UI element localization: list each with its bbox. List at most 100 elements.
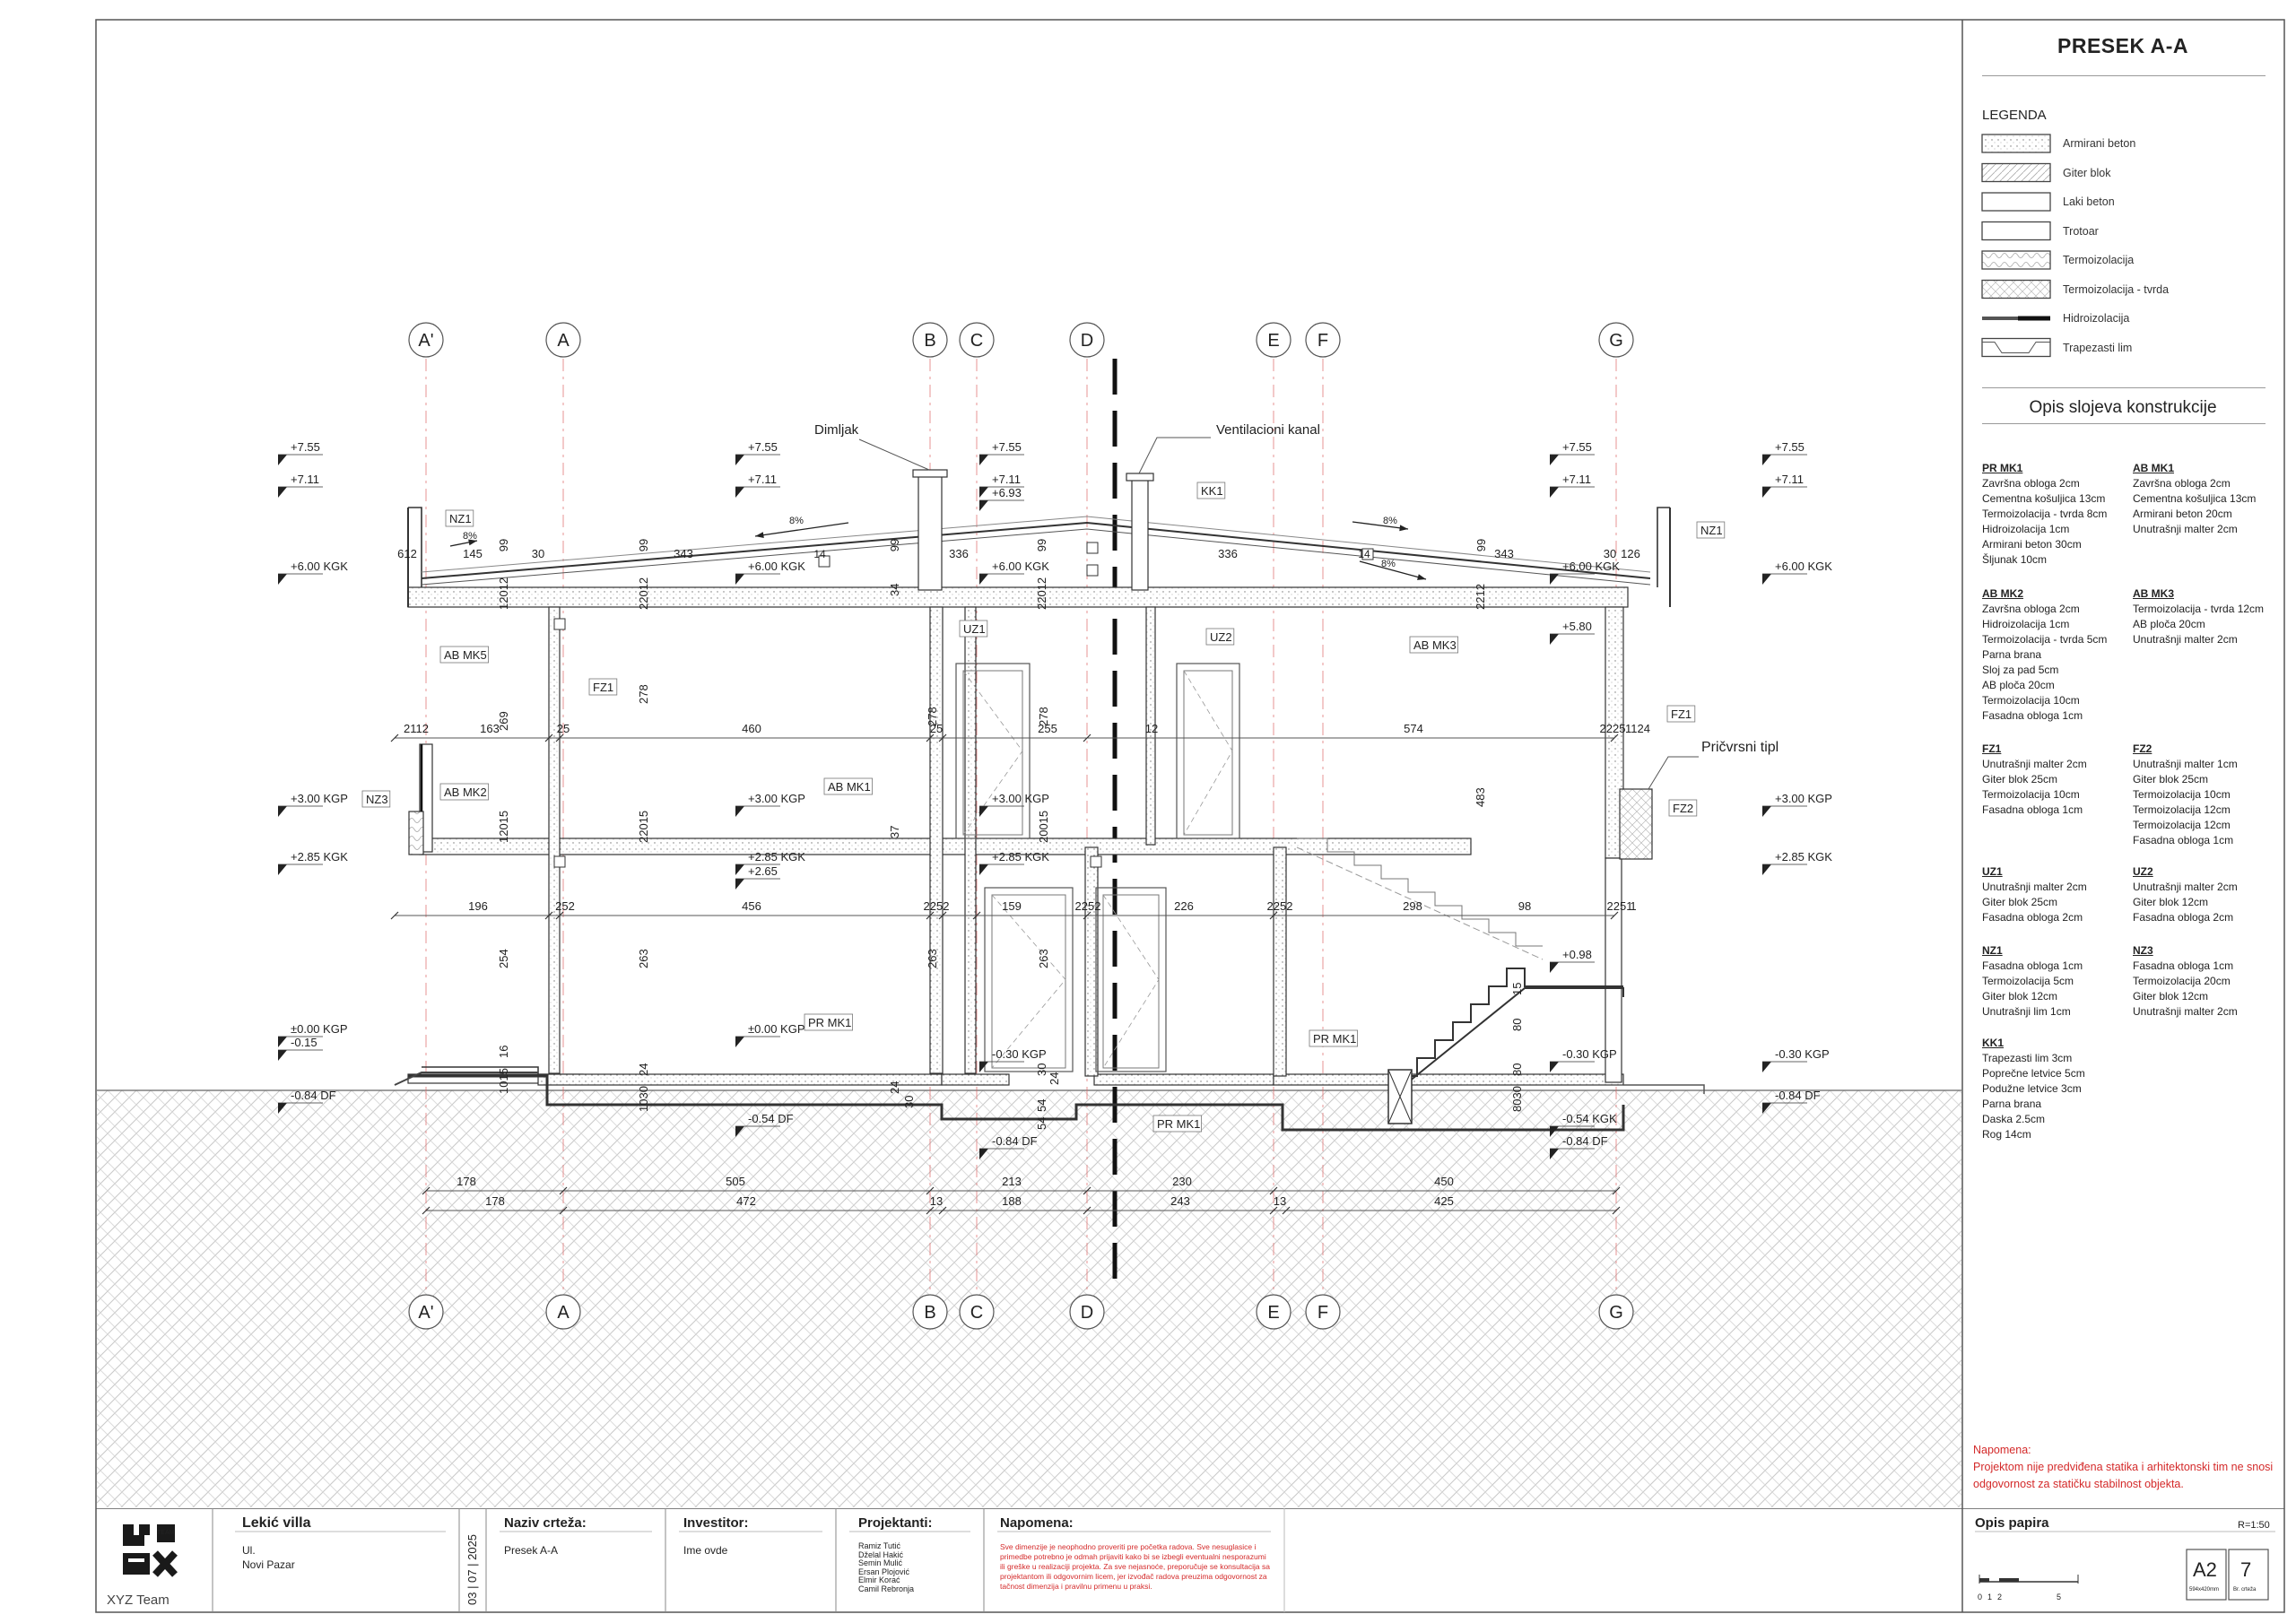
dim-lower: 252 (555, 899, 575, 913)
dim-tick (390, 911, 399, 920)
layer-group-title: NZ3 (2133, 944, 2153, 957)
wall-section (1273, 846, 1287, 1077)
dim-roof: 14 (813, 548, 826, 560)
dim-roof: 30 (532, 547, 544, 560)
dim-vertical: 15 (1510, 983, 1524, 995)
dim-vertical: 483 (1474, 787, 1487, 807)
level-center: +2.85 KGK (748, 850, 805, 864)
label-ab-mk1: AB MK1 (828, 780, 871, 794)
label-pr-mk1-c-box (1309, 1029, 1358, 1047)
layer-line: Unutrašnji malter 2cm (1982, 881, 2087, 893)
legend-label: Termoizolacija - tvrda (2063, 282, 2170, 296)
label-slope-3b-arrow (1359, 560, 1427, 580)
level-right: -0.84 DF (1775, 1089, 1821, 1102)
label-slope-2-arrow (754, 522, 849, 537)
roof-line-inner (421, 528, 1651, 586)
dim-bottom-inner: 472 (736, 1194, 756, 1208)
dim-tick (1612, 1206, 1621, 1215)
layer-line: Unutrašnji malter 2cm (2133, 633, 2238, 646)
dim-bottom-inner: 243 (1170, 1194, 1190, 1208)
dim-vertical: 80 (1510, 1063, 1524, 1076)
grid-label: C (970, 331, 983, 351)
level-marker (278, 455, 287, 465)
legend-item: Armirani beton (1982, 135, 2269, 154)
dim-upper: 2112 (404, 722, 429, 735)
layer-line: Unutrašnji malter 2cm (2133, 1005, 2238, 1018)
dim-vertical: 12012 (497, 577, 510, 610)
dim-upper: 255 (1038, 722, 1057, 735)
structure-block (553, 855, 566, 868)
layer-line: Fasadna obloga 1cm (2133, 834, 2234, 846)
dim-lower: 2252 (1075, 899, 1101, 913)
layer-group-title: AB MK1 (2133, 462, 2175, 474)
grid-bubble (959, 1294, 995, 1330)
legend-swatch (1981, 162, 2051, 183)
level-marker (735, 455, 744, 465)
label-fz2: FZ2 (1673, 802, 1693, 815)
ramp-line (394, 1072, 538, 1086)
layer-line: Fasadna obloga 1cm (1982, 803, 2083, 816)
designers-label: Projektanti: (858, 1515, 933, 1531)
level-right-inner: +7.11 (1562, 473, 1591, 486)
dim-tick (926, 911, 935, 920)
level-mid: +6.93 (992, 486, 1022, 499)
grid-label: D (1081, 331, 1093, 351)
label-slope-3: 8% (1383, 516, 1397, 526)
level-right-inner: -0.84 DF (1562, 1134, 1608, 1148)
drawing-name-label: Naziv crteža: (504, 1515, 587, 1531)
dim-roof: 145 (463, 547, 483, 560)
dim-tick (1282, 1206, 1291, 1215)
dim-tick (555, 911, 564, 920)
level-marker (278, 574, 287, 585)
level-marker (1550, 1062, 1559, 1072)
label-pr-mk1-b: PR MK1 (1157, 1117, 1200, 1131)
foundation-line (408, 1074, 1625, 1132)
grid-bubble (1305, 1294, 1341, 1330)
dim-vertical: 30 (902, 1096, 916, 1108)
grid-label: A (557, 1303, 570, 1323)
legend-item: Laki beton (1982, 193, 2269, 213)
grid-label: F (1318, 331, 1328, 351)
legend-swatch (1981, 250, 2051, 270)
address-line-2: Novi Pazar (242, 1558, 295, 1571)
level-marker (278, 487, 287, 498)
level-right: +3.00 KGP (1775, 792, 1832, 805)
dim-vertical: 22012 (1035, 577, 1048, 610)
level-marker (1762, 1103, 1771, 1114)
label-dimljak: Dimljak (814, 422, 859, 438)
wall-section (419, 838, 1472, 855)
legend-swatch (1981, 221, 2051, 241)
level-right-inner: +7.55 (1562, 440, 1592, 454)
layer-line: Termoizolacija 12cm (2133, 819, 2231, 831)
dim-vertical: 12015 (497, 811, 510, 843)
paper-size: 594x420mm (2189, 1587, 2220, 1593)
level-left: +3.00 KGP (291, 792, 348, 805)
label-kk1-box (1196, 482, 1226, 499)
dim-bottom-outer: 230 (1172, 1175, 1192, 1188)
dim-roof: 343 (674, 547, 693, 560)
title-block-lines (96, 1508, 2284, 1612)
wall-section (941, 1073, 1010, 1086)
level-marker (979, 806, 988, 817)
level-marker (979, 864, 988, 875)
dim-vertical: 80 (1510, 1019, 1524, 1031)
level-mid: +7.11 (992, 473, 1021, 486)
label-ab-mk5-box (439, 646, 489, 664)
layer-line: Termoizolacija - tvrda 8cm (1982, 508, 2108, 520)
legend-item: Termoizolacija - tvrda (1982, 281, 2269, 300)
logo-mark (123, 1524, 178, 1577)
layer-line: Završna obloga 2cm (1982, 603, 2080, 615)
parapet-left (408, 507, 422, 587)
grid-label: A' (418, 1303, 433, 1323)
ground-hatch (97, 1090, 1961, 1507)
structure-block (818, 555, 831, 568)
dim-tick (1083, 733, 1091, 742)
dim-vertical: 24 (1048, 1072, 1061, 1085)
dim-tick (544, 911, 553, 920)
legend-swatch (1981, 337, 2051, 358)
label-fz1-right-box (1666, 705, 1696, 723)
